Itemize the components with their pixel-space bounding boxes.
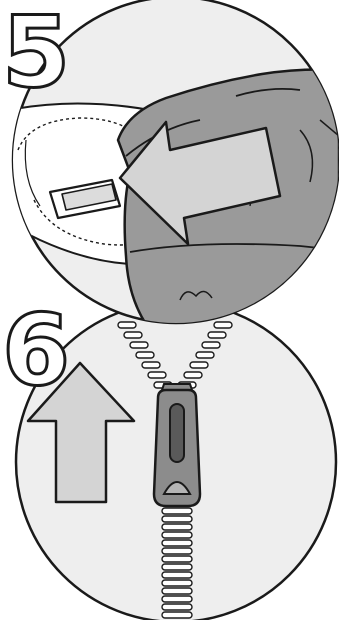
zipper [117, 321, 233, 619]
step-5-panel: 5 [1, 0, 339, 325]
step-6-panel: 6 [1, 293, 338, 620]
zipper-closed-chain [161, 499, 193, 619]
zipper-right-branch [177, 321, 233, 389]
buckle-clip [48, 178, 122, 220]
garment-scene [13, 68, 339, 323]
zipper-pull [152, 383, 202, 508]
step-5-number: 5 [2, 0, 70, 110]
step-6-number: 6 [2, 294, 70, 408]
up-arrow-icon [26, 361, 136, 504]
left-arrow-icon [118, 120, 282, 246]
